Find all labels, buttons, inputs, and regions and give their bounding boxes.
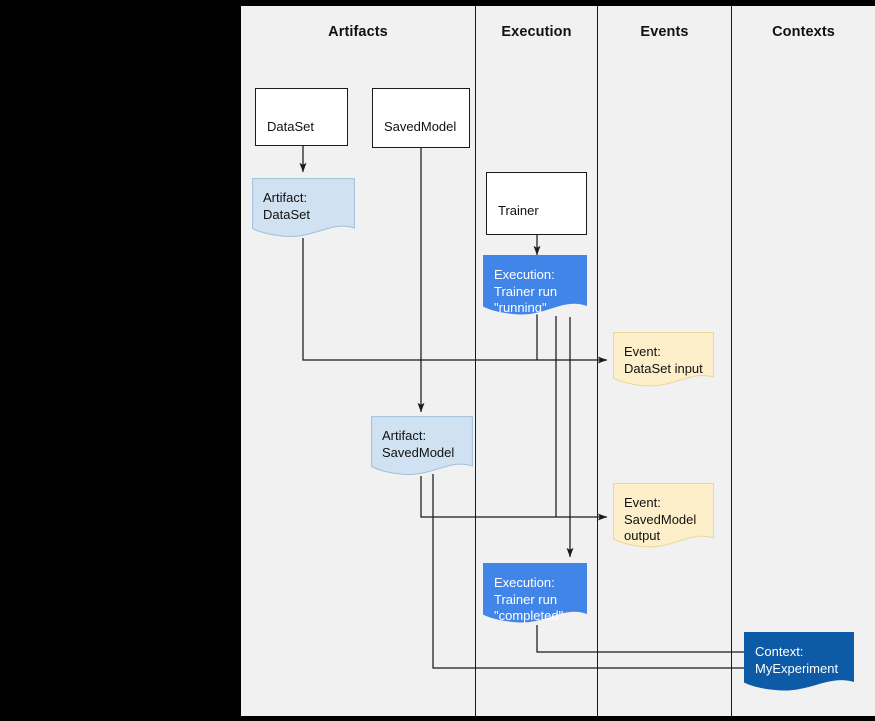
column-header-artifacts: Artifacts bbox=[328, 24, 388, 40]
column-header-contexts: Contexts bbox=[772, 24, 835, 40]
node-trainer-label: Trainer bbox=[498, 202, 539, 218]
node-savedmodel[interactable]: SavedModel bbox=[372, 88, 470, 148]
folded-corner-icon bbox=[332, 130, 348, 146]
node-execution-running[interactable]: Execution: Trainer run "running" bbox=[483, 255, 587, 318]
node-event-dataset-input[interactable]: Event: DataSet input bbox=[613, 332, 714, 389]
folded-corner-icon bbox=[571, 219, 587, 235]
column-divider-artifacts-execution bbox=[475, 6, 476, 716]
node-artifact-savedmodel-label: Artifact: SavedModel bbox=[382, 428, 455, 460]
folded-corner-icon bbox=[454, 132, 470, 148]
metadata-lineage-diagram: Artifacts Execution Events Contexts bbox=[241, 6, 875, 716]
node-context-myexperiment[interactable]: Context: MyExperiment bbox=[744, 632, 854, 694]
node-artifact-dataset[interactable]: Artifact: DataSet bbox=[252, 178, 355, 240]
node-execution-completed[interactable]: Execution: Trainer run "completed" bbox=[483, 563, 587, 626]
node-trainer[interactable]: Trainer bbox=[486, 172, 587, 235]
column-header-events: Events bbox=[640, 24, 689, 40]
column-divider-events-contexts bbox=[731, 6, 732, 716]
node-event-savedmodel-output-label: Event: SavedModel output bbox=[624, 495, 697, 543]
node-event-savedmodel-output[interactable]: Event: SavedModel output bbox=[613, 483, 714, 550]
node-artifact-savedmodel[interactable]: Artifact: SavedModel bbox=[371, 416, 473, 478]
node-dataset[interactable]: DataSet bbox=[255, 88, 348, 146]
node-dataset-label: DataSet bbox=[267, 118, 314, 134]
node-context-myexperiment-label: Context: MyExperiment bbox=[755, 644, 839, 676]
node-artifact-dataset-label: Artifact: DataSet bbox=[263, 190, 310, 222]
wire-artifact-savedmodel-to-event-savedmodel-output bbox=[420, 476, 608, 521]
column-header-execution: Execution bbox=[501, 24, 572, 40]
node-execution-running-label: Execution: Trainer run "running" bbox=[494, 267, 558, 315]
node-execution-completed-label: Execution: Trainer run "completed" bbox=[494, 575, 564, 623]
column-divider-execution-events bbox=[597, 6, 598, 716]
node-savedmodel-label: SavedModel bbox=[384, 118, 457, 134]
node-event-dataset-input-label: Event: DataSet input bbox=[624, 344, 703, 376]
